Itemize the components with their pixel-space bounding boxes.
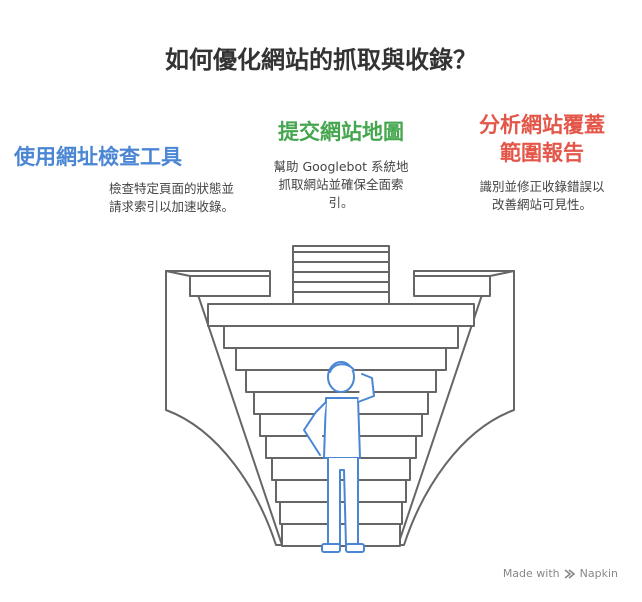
desc-line: 引。 <box>328 195 354 210</box>
step <box>223 325 459 349</box>
desc-line: 請求索引以加速收錄。 <box>108 199 234 214</box>
center-tower <box>292 245 390 309</box>
desc-line: 改善網站可見性。 <box>491 197 592 212</box>
desc-coverage-report: 識別並修正收錄錯誤以 改善網站可見性。 <box>452 178 632 214</box>
page-title: 如何優化網站的抓取與收錄？ <box>165 46 477 74</box>
desc-line: 識別並修正收錄錯誤以 <box>479 179 605 194</box>
napkin-logo-icon <box>564 568 575 579</box>
heading-url-inspection: 使用網址檢查工具 <box>14 145 182 169</box>
step <box>207 303 475 327</box>
desc-line: 抓取網站並確保全面索 <box>278 177 404 192</box>
desc-line: 幫助 Googlebot 系統地 <box>273 159 409 174</box>
right-wall <box>397 270 515 546</box>
desc-line: 檢查特定頁面的狀態並 <box>108 181 234 196</box>
heading-line: 分析網站覆蓋 <box>479 113 605 137</box>
person-figure <box>303 361 375 553</box>
desc-url-inspection: 檢查特定頁面的狀態並 請求索引以加速收錄。 <box>74 180 234 216</box>
napkin-brand-label: Napkin <box>579 567 618 580</box>
desc-sitemap: 幫助 Googlebot 系統地 抓取網站並確保全面索 引。 <box>241 158 441 212</box>
heading-line: 範圍報告 <box>500 141 584 165</box>
made-with-label: Made with <box>502 567 560 580</box>
left-wall <box>165 270 283 546</box>
right-top-platform <box>413 270 515 277</box>
heading-sitemap: 提交網站地圖 <box>278 120 404 144</box>
heading-coverage-report: 分析網站覆蓋 範圍報告 <box>452 111 632 167</box>
footer-attribution: Made with Napkin <box>503 567 618 580</box>
